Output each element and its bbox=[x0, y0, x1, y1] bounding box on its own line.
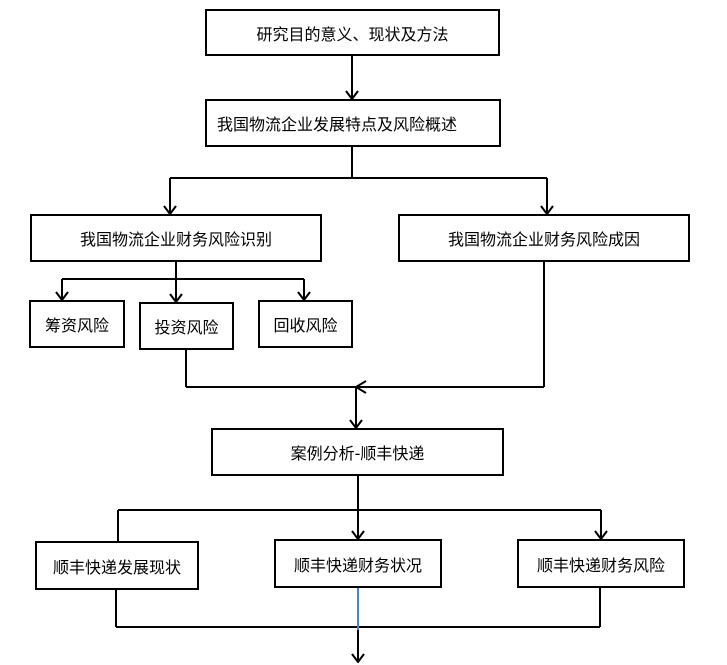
node-cause: 我国物流企业财务风险成因 bbox=[398, 214, 690, 262]
node-overview: 我国物流企业发展特点及风险概述 bbox=[205, 99, 501, 147]
node-case: 案例分析-顺丰快递 bbox=[211, 428, 504, 476]
node-finance-status: 顺丰快递财务状况 bbox=[274, 539, 442, 588]
node-finance-risk: 顺丰快递财务风险 bbox=[517, 539, 685, 588]
node-status: 顺丰快递发展现状 bbox=[35, 541, 199, 590]
node-purpose: 研究目的意义、现状及方法 bbox=[205, 9, 500, 56]
node-identify: 我国物流企业财务风险识别 bbox=[30, 214, 322, 262]
node-financing: 筹资风险 bbox=[29, 300, 125, 348]
node-recovery: 回收风险 bbox=[258, 300, 353, 348]
node-investment: 投资风险 bbox=[139, 302, 234, 350]
